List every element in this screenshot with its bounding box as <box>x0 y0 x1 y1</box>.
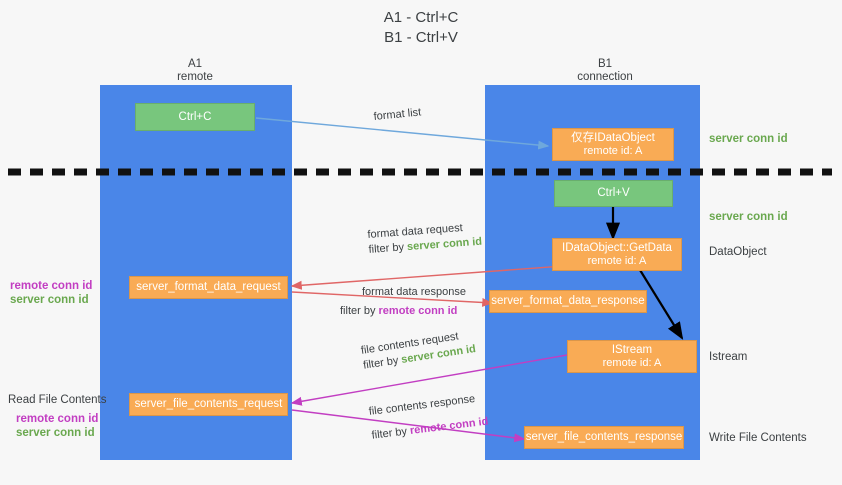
column-header-b1: B1 connection <box>535 58 675 84</box>
node-ctrl-v[interactable]: Ctrl+V <box>554 180 673 207</box>
node-server-file-contents-response-label: server_file_contents_response <box>525 431 683 443</box>
node-ctrl-c-label: Ctrl+C <box>178 110 212 123</box>
column-header-a1: A1 remote <box>130 58 260 84</box>
node-getdata-sub: remote id: A <box>587 254 647 267</box>
node-server-format-data-response[interactable]: server_format_data_response <box>489 290 647 313</box>
edge-label-file-contents-request: file contents request filter by server c… <box>360 327 477 373</box>
right-label-server-conn-id-mid: server conn id <box>709 211 788 223</box>
edge-label-format-data-response: format data response filter by remote co… <box>340 285 466 319</box>
node-server-file-contents-request-label: server_file_contents_request <box>134 398 283 410</box>
edge-label-file-contents-response-filter-tag: remote conn id <box>409 415 489 438</box>
edge-label-format-list: format list <box>373 105 422 125</box>
node-server-file-contents-response[interactable]: server_file_contents_response <box>524 426 684 449</box>
node-server-file-contents-request[interactable]: server_file_contents_request <box>129 393 288 416</box>
node-data-object-top-sub: remote id: A <box>583 144 643 157</box>
node-server-format-data-request-label: server_format_data_request <box>136 281 281 293</box>
node-istream[interactable]: IStream remote id: A <box>567 340 697 373</box>
edge-label-format-data-request: format data request filter by server con… <box>367 220 483 258</box>
right-label-write-file-contents: Write File Contents <box>709 432 807 444</box>
edge-label-format-data-response-filter-tag: remote conn id <box>378 305 458 317</box>
column-header-a1-name: A1 <box>187 58 203 70</box>
node-istream-label: IStream <box>611 343 653 356</box>
node-data-object-top-label: 仅存IDataObject <box>571 131 655 144</box>
column-header-a1-sub: remote <box>177 71 213 83</box>
edge-label-file-contents-response: file contents response filter by remote … <box>368 391 489 444</box>
diagram-title: A1 - Ctrl+C B1 - Ctrl+V <box>383 9 459 46</box>
edge-label-format-list-text: format list <box>373 106 422 123</box>
left-label-remote-conn-id-1: remote conn id <box>10 280 93 292</box>
left-label-read-file-contents: Read File Contents <box>8 394 107 406</box>
right-label-istream: Istream <box>709 351 748 363</box>
edge-label-file-contents-response-filter-prefix: filter by <box>371 425 411 442</box>
edge-label-format-data-request-filter-prefix: filter by <box>368 241 408 256</box>
left-label-remote-conn-id-2: remote conn id <box>16 413 99 425</box>
node-ctrl-v-label: Ctrl+V <box>597 187 630 199</box>
column-header-b1-name: B1 <box>597 58 613 70</box>
column-header-b1-sub: connection <box>577 71 633 83</box>
node-data-object-top[interactable]: 仅存IDataObject remote id: A <box>552 128 674 161</box>
node-server-format-data-request[interactable]: server_format_data_request <box>129 276 288 299</box>
right-label-data-object: DataObject <box>709 246 767 258</box>
node-istream-sub: remote id: A <box>602 356 662 369</box>
left-label-server-conn-id-1: server conn id <box>10 294 89 306</box>
edge-label-format-data-request-filter-tag: server conn id <box>406 235 483 254</box>
left-label-server-conn-id-2: server conn id <box>16 427 95 439</box>
node-server-format-data-response-label: server_format_data_response <box>491 295 645 307</box>
edge-label-format-data-response-text: format data response <box>362 286 466 298</box>
node-getdata-label: IDataObject::GetData <box>562 241 672 254</box>
edge-label-format-data-response-filter-prefix: filter by <box>340 305 379 317</box>
node-ctrl-c[interactable]: Ctrl+C <box>135 103 255 131</box>
right-label-server-conn-id-top: server conn id <box>709 133 788 145</box>
node-getdata[interactable]: IDataObject::GetData remote id: A <box>552 238 682 271</box>
